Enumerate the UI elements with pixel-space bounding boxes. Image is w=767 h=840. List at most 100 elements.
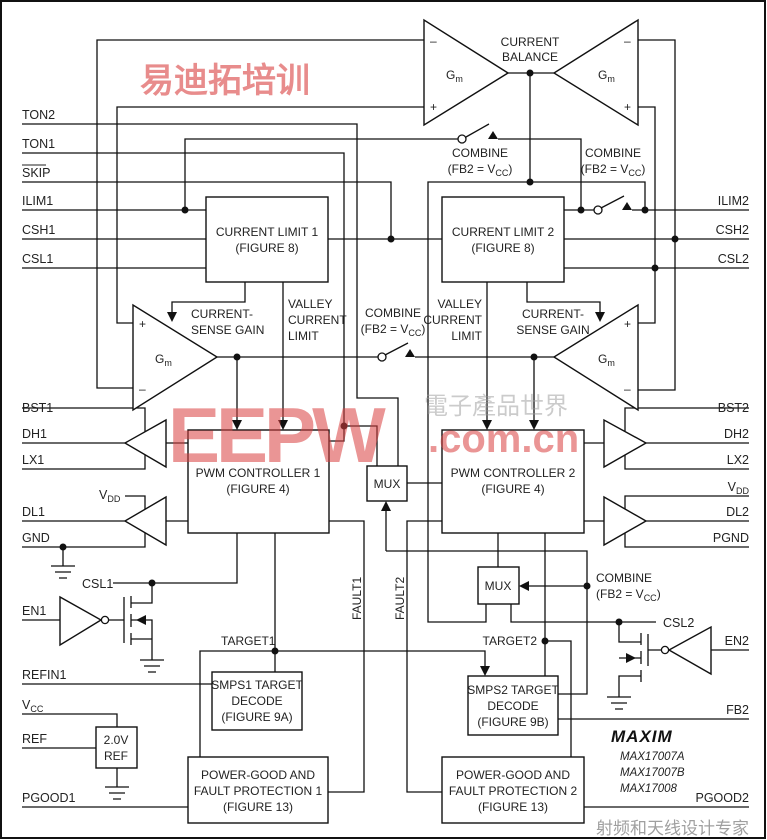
svg-text:(FIGURE 4): (FIGURE 4) [226, 482, 289, 496]
drivers [59, 418, 712, 676]
smps2-target-decode-block: SMPS2 TARGET DECODE (FIGURE 9B) [467, 675, 559, 736]
left-pins: TON2 TON1 SKIP ILIM1 CSH1 CSL1 BST1 DH1 … [22, 108, 121, 805]
gm-amplifier-sense-1: Gm + – [132, 303, 219, 412]
svg-text:(FB2 = VCC): (FB2 = VCC) [596, 587, 661, 603]
pin-bst2: BST2 [718, 401, 749, 415]
pin-ilim1: ILIM1 [22, 194, 53, 208]
pin-fb2: FB2 [726, 703, 749, 717]
pin-dh2: DH2 [724, 427, 749, 441]
switch-combine-3 [377, 349, 415, 362]
arrowheads [136, 312, 636, 676]
wires [22, 39, 749, 808]
pin-dl1: DL1 [22, 505, 45, 519]
target1-label: TARGET1 [221, 634, 276, 648]
maxim-branding: MAXIM MAX17007A MAX17007B MAX17008 [611, 727, 685, 795]
pin-vdd2: VDD [728, 480, 750, 496]
pin-bst1: BST1 [22, 401, 53, 415]
valley-current-limit-label: VALLEY [288, 297, 332, 311]
svg-text:(FIGURE 13): (FIGURE 13) [223, 800, 293, 814]
switch-combine-2 [593, 202, 632, 215]
combine-label: COMBINE [596, 571, 652, 585]
pin-ilim2: ILIM2 [718, 194, 749, 208]
valley-current-limit-label: VALLEY [438, 297, 482, 311]
svg-text:Gm: Gm [155, 352, 172, 368]
pin-lx1: LX1 [22, 453, 44, 467]
dl2-driver [603, 495, 648, 547]
svg-text:MUX: MUX [485, 579, 512, 593]
pin-vdd1: VDD [99, 488, 121, 504]
pin-csh2: CSH2 [716, 223, 749, 237]
reference-block: 2.0V REF [95, 726, 138, 769]
svg-text:Gm: Gm [446, 68, 463, 84]
svg-text:Gm: Gm [598, 68, 615, 84]
pin-csh1: CSH1 [22, 223, 55, 237]
svg-text:CURRENT: CURRENT [423, 313, 482, 327]
pin-en2: EN2 [725, 634, 749, 648]
pin-pgood1: PGOOD1 [22, 791, 76, 805]
svg-text:(FIGURE 4): (FIGURE 4) [481, 482, 544, 496]
minus-sign: – [624, 34, 631, 48]
pin-dl2: DL2 [726, 505, 749, 519]
pin-csl2-mosfet: CSL2 [663, 616, 694, 630]
svg-text:PWM CONTROLLER 2: PWM CONTROLLER 2 [451, 466, 576, 480]
svg-text:DECODE: DECODE [231, 694, 282, 708]
part-number: MAX17007B [620, 767, 685, 779]
pin-skip: SKIP [22, 166, 51, 180]
pin-refin1: REFIN1 [22, 668, 67, 682]
svg-text:LIMIT: LIMIT [288, 329, 319, 343]
plus-sign: + [139, 317, 146, 331]
current-limit-1-block: CURRENT LIMIT 1 (FIGURE 8) [205, 196, 329, 283]
pin-pgood2: PGOOD2 [696, 791, 750, 805]
svg-text:Gm: Gm [598, 352, 615, 368]
en1-inverter [59, 595, 103, 647]
svg-text:(FIGURE 9A): (FIGURE 9A) [221, 710, 292, 724]
pin-gnd: GND [22, 531, 50, 545]
pin-csl2: CSL2 [718, 252, 749, 266]
right-pins: ILIM2 CSH2 CSL2 BST2 DH2 LX2 VDD DL2 PGN… [663, 194, 749, 805]
pin-ref: REF [22, 732, 47, 746]
svg-text:SMPS2 TARGET: SMPS2 TARGET [467, 683, 559, 697]
pin-ton1: TON1 [22, 137, 55, 151]
dh1-driver [123, 418, 167, 469]
current-balance-label: BALANCE [502, 50, 558, 64]
svg-text:POWER-GOOD AND: POWER-GOOD AND [201, 768, 315, 782]
current-balance-label: CURRENT [501, 35, 560, 49]
fault2-label: FAULT2 [393, 577, 407, 620]
switch-combine-1 [457, 131, 498, 144]
dh2-driver [603, 418, 648, 469]
pin-vcc: VCC [22, 698, 44, 714]
pin-lx2: LX2 [727, 453, 749, 467]
pin-ton2: TON2 [22, 108, 55, 122]
minus-sign: – [139, 382, 146, 396]
power-good-2-block: POWER-GOOD AND FAULT PROTECTION 2 (FIGUR… [441, 756, 585, 824]
part-number: MAX17007A [620, 751, 685, 763]
svg-text:CURRENT: CURRENT [288, 313, 347, 327]
svg-text:SENSE GAIN: SENSE GAIN [191, 323, 264, 337]
current-sense-gain-label: CURRENT- [191, 307, 253, 321]
annotations: CURRENT BALANCE COMBINE (FB2 = VCC) COMB… [191, 35, 661, 648]
svg-text:SENSE GAIN: SENSE GAIN [516, 323, 589, 337]
svg-text:REF: REF [104, 749, 128, 763]
dl1-driver [123, 495, 167, 547]
maxim-logo: MAXIM [611, 727, 673, 746]
current-limit-2-block: CURRENT LIMIT 2 (FIGURE 8) [441, 196, 565, 283]
gm-amplifier-balance-1: Gm – + [423, 18, 510, 127]
current-sense-gain-label: CURRENT- [522, 307, 584, 321]
svg-text:SMPS1 TARGET: SMPS1 TARGET [211, 678, 303, 692]
svg-text:(FIGURE 9B): (FIGURE 9B) [477, 715, 548, 729]
pin-en1: EN1 [22, 604, 46, 618]
plus-sign: + [624, 100, 631, 114]
mux-1-block: MUX [366, 465, 408, 502]
combine-label: COMBINE [585, 146, 641, 160]
svg-text:DECODE: DECODE [487, 699, 538, 713]
gm-amplifier-balance-2: Gm – + [552, 18, 639, 127]
pin-csl1: CSL1 [22, 252, 53, 266]
svg-text:(FB2 = VCC): (FB2 = VCC) [361, 322, 426, 338]
minus-sign: – [624, 382, 631, 396]
svg-text:(FIGURE 8): (FIGURE 8) [471, 241, 534, 255]
mux-2-block: MUX [477, 566, 520, 605]
svg-text:FAULT PROTECTION 1: FAULT PROTECTION 1 [194, 784, 323, 798]
svg-text:LIMIT: LIMIT [451, 329, 482, 343]
gm-amplifier-sense-2: Gm + – [552, 303, 639, 412]
